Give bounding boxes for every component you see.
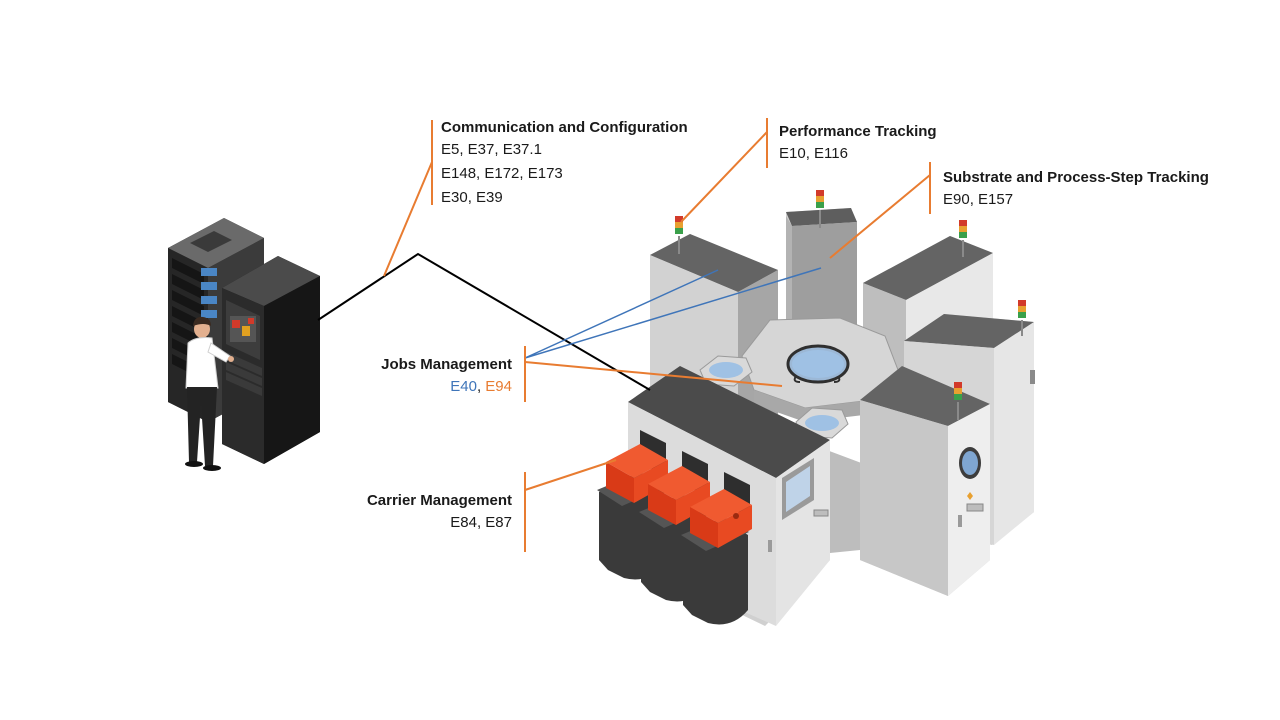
label-communication-title: Communication and Configuration [441, 119, 688, 136]
label-carrier: Carrier Management E84, E87 [367, 491, 512, 535]
label-communication-line-3: E30, E39 [441, 189, 503, 206]
operator-icon [185, 316, 234, 471]
connector-substrate [829, 162, 931, 259]
label-jobs-e94: E94 [485, 378, 512, 395]
connector-jobs-orange [524, 361, 783, 387]
connector-lines [317, 118, 931, 552]
label-communication-line-2: E148, E172, E173 [441, 165, 563, 182]
label-carrier-title: Carrier Management [366, 492, 512, 509]
label-communication-line-1: E5, E37, E37.1 [441, 141, 542, 158]
label-substrate: Substrate and Process-Step Tracking E90,… [943, 168, 1209, 212]
label-performance-title: Performance Tracking [779, 123, 937, 140]
signal-tower-icon [954, 382, 962, 420]
label-substrate-title: Substrate and Process-Step Tracking [943, 169, 1209, 186]
connector-jobs-blue [524, 267, 822, 359]
signal-tower-icon [675, 216, 683, 254]
connector-server-to-tool [317, 252, 651, 391]
label-jobs-e40: E40 [450, 378, 477, 395]
signal-tower-icon [959, 220, 967, 257]
signal-tower-icon [816, 190, 824, 228]
label-jobs-separator: , [476, 378, 486, 395]
label-carrier-standards: E84, E87 [450, 514, 512, 531]
signal-tower-icon [1018, 300, 1026, 336]
label-performance-standards: E10, E116 [779, 145, 848, 162]
label-substrate-standards: E90, E157 [943, 191, 1014, 208]
label-communication: Communication and Configuration E5, E37,… [441, 118, 688, 210]
connector-carrier [524, 459, 617, 552]
foup-carrier-icon [681, 489, 752, 625]
connector-performance [680, 118, 768, 223]
label-jobs-title: Jobs Management [381, 356, 512, 373]
connector-communication [383, 120, 433, 277]
label-jobs: Jobs Management E40, E94 [381, 355, 512, 399]
label-performance: Performance Tracking E10, E116 [779, 122, 937, 166]
label-jobs-standards: E40, E94 [381, 375, 512, 399]
